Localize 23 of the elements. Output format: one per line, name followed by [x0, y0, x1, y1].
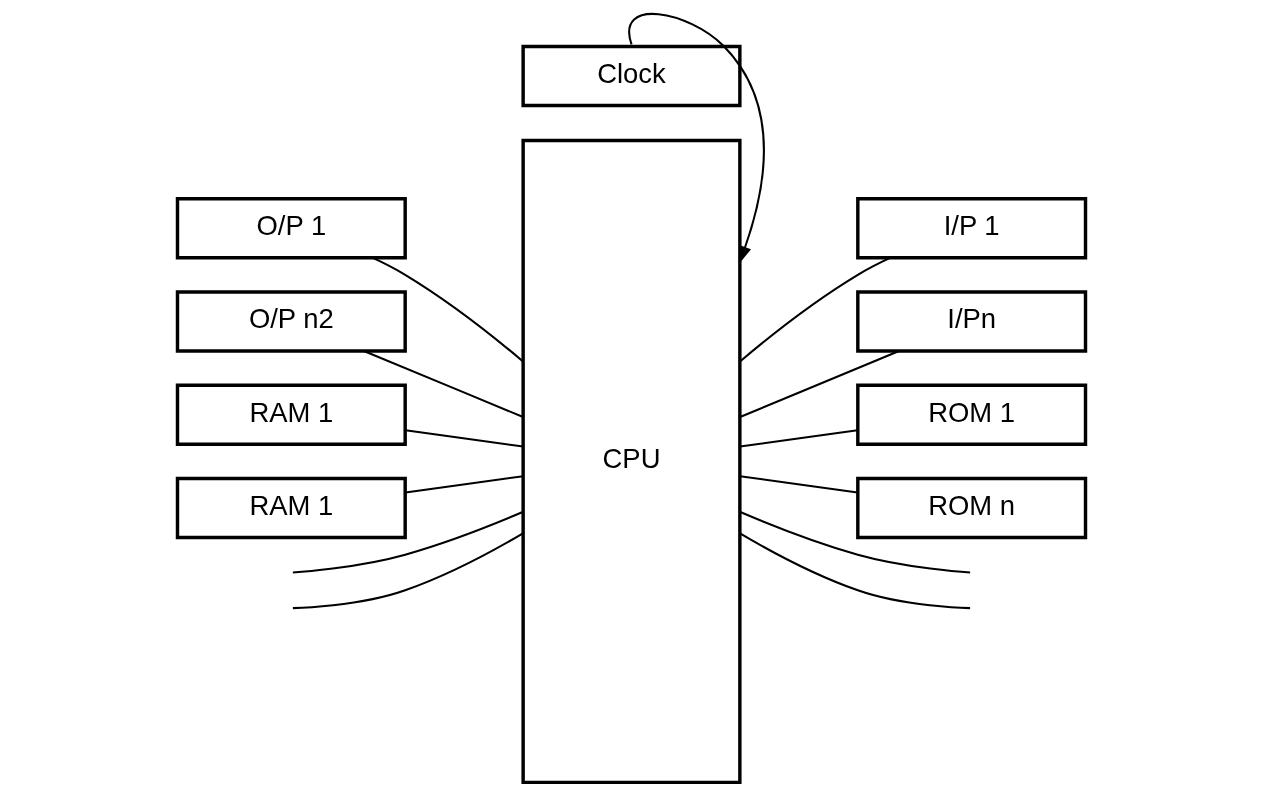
arrow [628, 13, 765, 264]
connector [739, 475, 858, 494]
connector [363, 350, 523, 418]
connector [739, 257, 891, 363]
node-box: RAM 1 [175, 476, 407, 540]
connector [739, 350, 900, 418]
node-box: ROM n [856, 476, 1088, 540]
connector [405, 475, 524, 494]
node-box: RAM 1 [175, 383, 407, 446]
connector [739, 532, 971, 610]
node-box: Clock [521, 44, 742, 108]
node-box: O/P n2 [175, 290, 407, 353]
connector [372, 257, 524, 363]
connector [739, 511, 971, 574]
connector [739, 429, 858, 448]
node-box: I/Pn [856, 290, 1088, 353]
node-box: I/P 1 [856, 197, 1088, 260]
node-box: O/P 1 [175, 197, 407, 260]
connector [292, 511, 524, 574]
node-box: CPU [521, 138, 742, 785]
node-box: ROM 1 [856, 383, 1088, 446]
connector [405, 429, 524, 448]
connector [292, 532, 524, 610]
